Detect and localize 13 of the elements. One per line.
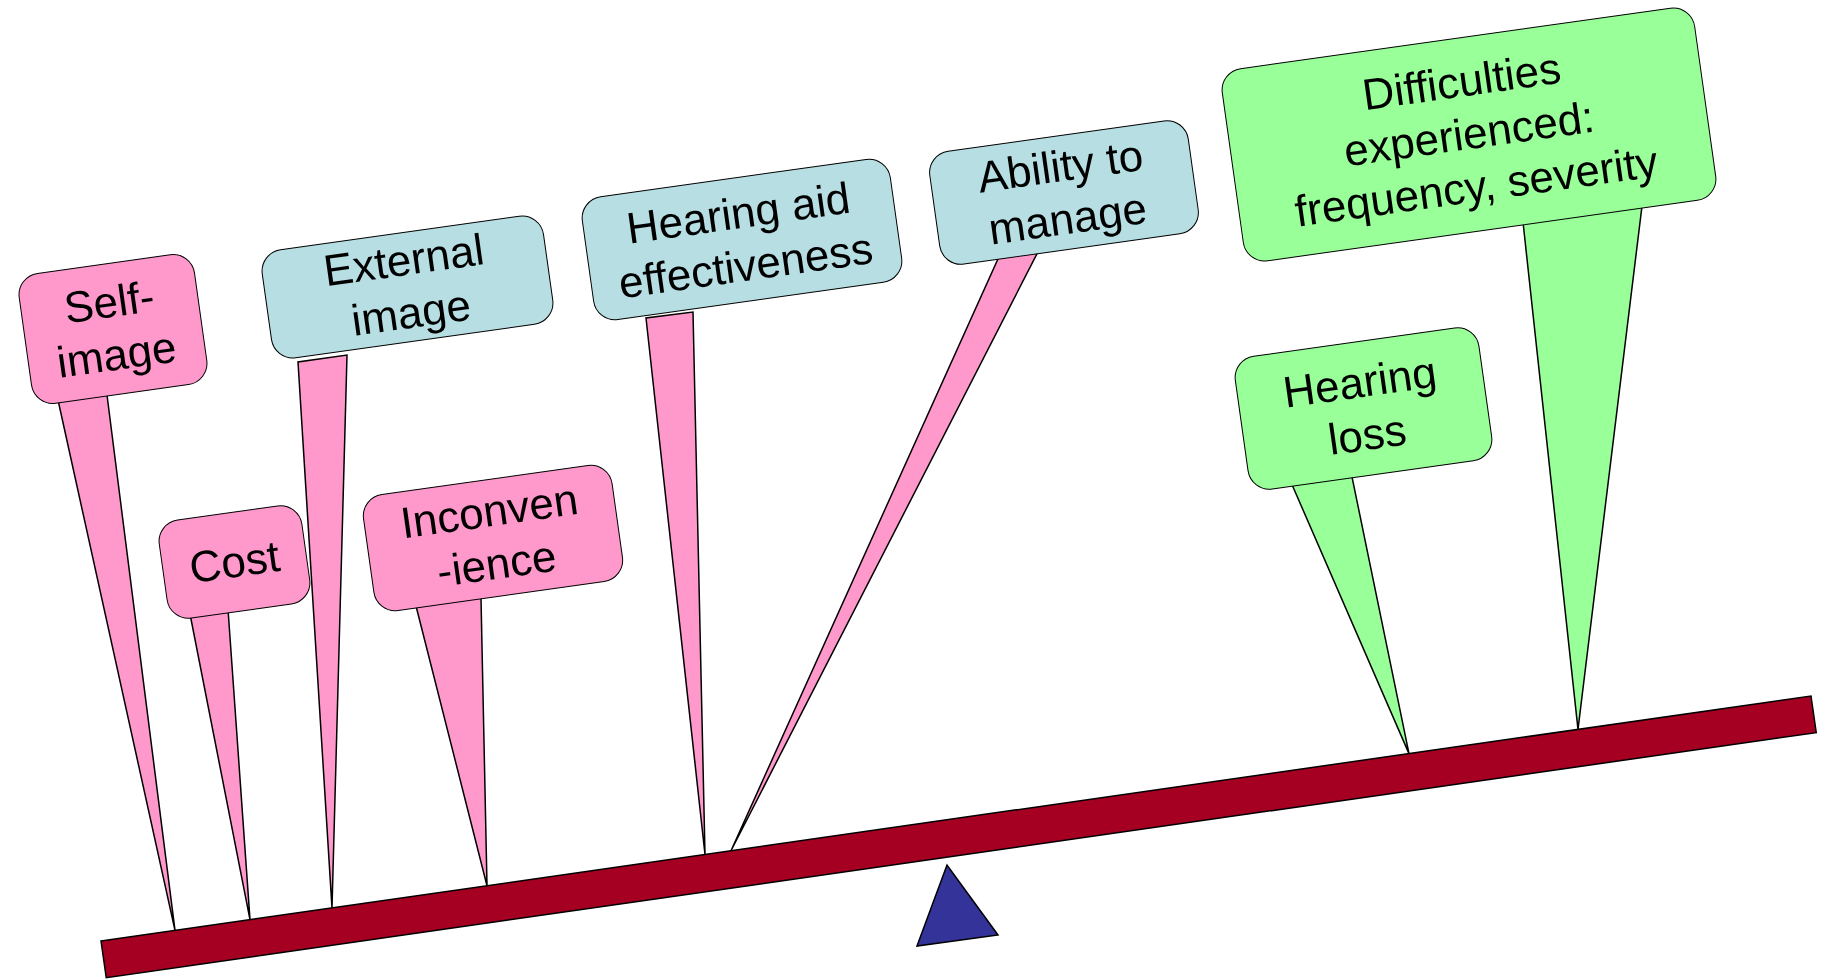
bubble-label: Hearing aid effectiveness — [614, 171, 877, 309]
bubble-label: Cost — [185, 529, 283, 594]
seesaw-drawing — [100, 695, 1818, 979]
bubble-tail — [57, 394, 176, 932]
bubble-label: External image — [318, 223, 488, 347]
bubble-tail — [645, 311, 706, 856]
bubble-label: Hearing loss — [1278, 345, 1440, 465]
bubble-label: Self- image — [52, 270, 181, 389]
bubble-label: Inconven -ience — [396, 473, 582, 598]
bubble-tail — [297, 354, 348, 909]
bubble-label: Ability to manage — [973, 128, 1151, 255]
bubble-tail — [415, 597, 488, 887]
bubble-label: Difficulties experienced: frequency, severity — [1290, 41, 1662, 238]
